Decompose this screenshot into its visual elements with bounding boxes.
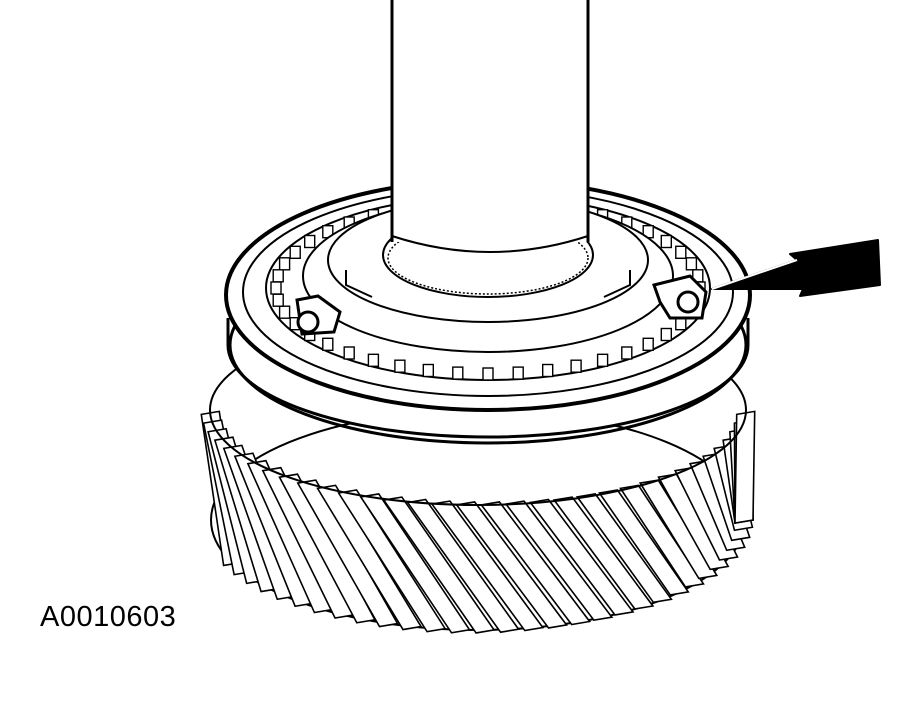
spline-tooth (675, 245, 687, 260)
shaft (390, 0, 590, 253)
spline-tooth (367, 353, 380, 367)
arrow-icon (711, 239, 881, 297)
gear-tooth (455, 501, 568, 629)
helical-gear (200, 314, 756, 634)
spline-tooth (272, 293, 284, 307)
gear-tooth (359, 493, 471, 634)
spline-tooth (322, 337, 334, 351)
spline-tooth (422, 363, 434, 378)
spline-tooth (452, 366, 464, 380)
spline-tooth (482, 367, 494, 381)
spline-tooth (660, 327, 672, 342)
gear-teeth (200, 410, 756, 634)
spline-tooth (272, 269, 284, 283)
gear-tooth (575, 493, 673, 604)
spline-tooth (542, 363, 554, 378)
spline-tooth (642, 337, 654, 351)
spline-tooth (343, 346, 355, 360)
spline-tooth (304, 234, 316, 249)
spline-tooth (512, 366, 524, 380)
spline-tooth (289, 245, 301, 260)
gear-tooth (479, 501, 592, 626)
gear-tooth (638, 479, 719, 580)
gear-tooth (406, 498, 520, 634)
gear-tooth (430, 500, 545, 632)
spline-tooth (394, 359, 406, 373)
spline-tooth (278, 257, 291, 271)
gear-tooth (504, 500, 614, 621)
key-left (295, 294, 342, 336)
gear-tooth (316, 484, 423, 631)
spline-tooth (570, 359, 582, 373)
gear-tooth (619, 484, 705, 588)
synchronizer-assembly (224, 178, 752, 445)
spline-tooth (621, 346, 633, 360)
spline-tooth (270, 281, 282, 295)
figure-id-label: A0010603 (40, 601, 177, 633)
gear-tooth (296, 479, 399, 628)
gear-tooth (598, 489, 690, 596)
hub-step (345, 270, 631, 298)
gear-tooth (552, 496, 655, 610)
spline-tooth (685, 257, 698, 271)
gear-tooth (337, 489, 447, 633)
spline-tooth (660, 234, 672, 249)
gear-tooth (382, 496, 496, 634)
key-right (652, 274, 708, 320)
spline-tooth (596, 353, 609, 367)
gear-tooth (734, 410, 756, 524)
gear-tooth (528, 498, 635, 616)
spline-tooth (278, 305, 291, 319)
